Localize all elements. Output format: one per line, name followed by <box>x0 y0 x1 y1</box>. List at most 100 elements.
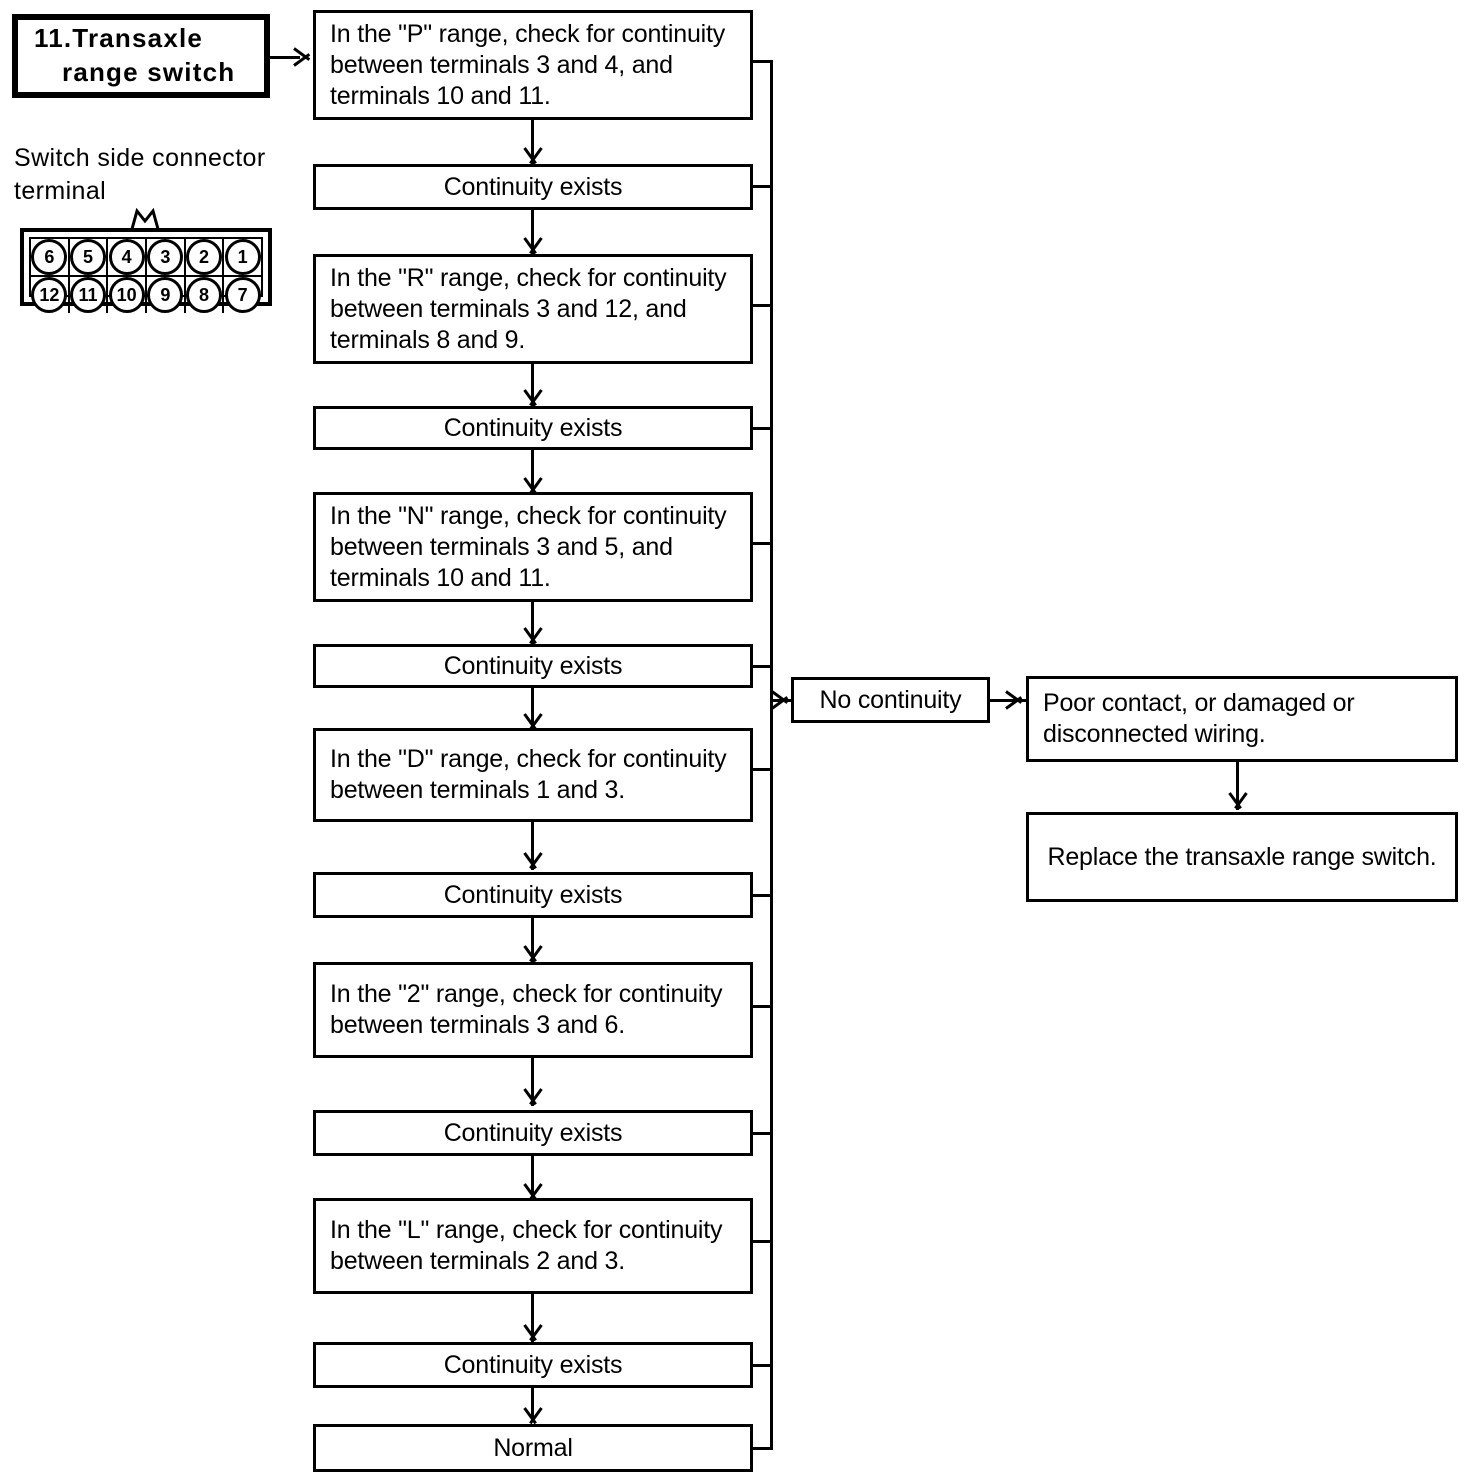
normal-outcome-box: Normal <box>313 1424 753 1472</box>
arrow-down-icon <box>520 390 546 406</box>
connector-pin: 2 <box>186 239 223 275</box>
title-block: 11.Transaxle range switch <box>12 14 270 98</box>
arrow-down-icon <box>520 946 546 962</box>
bus-stub <box>753 427 773 430</box>
check-step-box-d: In the "D" range, check for continuity b… <box>313 728 753 822</box>
connector-pin: 11 <box>70 277 106 313</box>
no-continuity-collector-bus <box>770 60 773 1450</box>
normal-outcome-text: Normal <box>493 1433 573 1462</box>
bus-to-no-continuity-arrowhead <box>772 687 788 713</box>
bus-stub <box>753 768 773 771</box>
bus-stub <box>753 894 773 897</box>
connector-line <box>531 1294 534 1342</box>
connector-row-top: 6 5 4 3 2 1 <box>31 239 262 277</box>
bus-stub <box>753 665 773 668</box>
connector-cell: 8 <box>186 277 225 313</box>
connector-pin: 5 <box>70 239 106 275</box>
arrow-down-icon <box>520 853 546 869</box>
arrow-down-icon <box>520 1089 546 1105</box>
connector-cell: 1 <box>224 239 262 277</box>
arrow-down-icon <box>520 628 546 644</box>
connector-pin: 12 <box>31 277 68 313</box>
bus-stub <box>753 1132 773 1135</box>
connector-pin: 7 <box>224 277 261 313</box>
result-box-r: Continuity exists <box>313 406 753 450</box>
arrow-down-icon <box>520 1408 546 1424</box>
connector-cell: 3 <box>147 239 186 277</box>
bus-stub <box>753 1240 773 1243</box>
connector-notch-icon <box>128 207 162 230</box>
cause-to-action-line <box>1236 762 1239 810</box>
connector-pin: 6 <box>31 239 68 275</box>
connector-cell: 2 <box>185 239 225 277</box>
arrow-down-icon <box>520 1325 546 1341</box>
connector-pin: 10 <box>108 277 145 313</box>
check-step-box-n: In the "N" range, check for continuity b… <box>313 492 753 602</box>
result-box-l: Continuity exists <box>313 1342 753 1388</box>
result-box-n: Continuity exists <box>313 644 753 688</box>
title-line-2: range switch <box>62 57 236 87</box>
check-step-text: In the "D" range, check for continuity b… <box>330 745 727 804</box>
bus-stub <box>753 1364 773 1367</box>
bus-stub <box>753 1005 773 1008</box>
connector-pin: 9 <box>147 277 184 313</box>
connector-line <box>531 120 534 164</box>
cause-box: Poor contact, or damaged or disconnected… <box>1026 676 1458 762</box>
result-text: Continuity exists <box>443 1118 623 1147</box>
check-step-box-2: In the "2" range, check for continuity b… <box>313 962 753 1058</box>
title-line-1: 11.Transaxle <box>34 23 204 54</box>
result-box-2: Continuity exists <box>313 1110 753 1156</box>
action-box: Replace the transaxle range switch. <box>1026 812 1458 902</box>
no-continuity-to-cause-arrowhead <box>1006 687 1022 713</box>
cause-text: Poor contact, or damaged or disconnected… <box>1043 689 1355 748</box>
result-text: Continuity exists <box>443 172 623 201</box>
result-box-d: Continuity exists <box>313 872 753 918</box>
connector-caption: Switch side connector terminal <box>14 144 266 205</box>
arrow-down-icon <box>520 148 546 164</box>
bus-stub <box>753 542 773 545</box>
title-to-step1-line <box>270 56 300 59</box>
bus-stub <box>753 185 773 188</box>
connector-cell: 4 <box>108 239 148 277</box>
connector-pin: 1 <box>224 239 261 275</box>
check-step-text: In the "R" range, check for continuity b… <box>330 263 727 354</box>
result-text: Continuity exists <box>443 651 623 680</box>
check-step-box-l: In the "L" range, check for continuity b… <box>313 1198 753 1294</box>
connector-line <box>531 1156 534 1200</box>
connector-pin: 3 <box>147 239 184 275</box>
check-step-box-p: In the "P" range, check for continuity b… <box>313 10 753 120</box>
connector-cell: 12 <box>31 277 70 313</box>
result-text: Continuity exists <box>443 1350 623 1379</box>
result-box-p: Continuity exists <box>313 164 753 210</box>
connector-cell: 11 <box>70 277 109 313</box>
bus-stub <box>753 60 773 63</box>
connector-line <box>531 602 534 644</box>
connector-cell: 7 <box>224 277 261 313</box>
connector-line <box>531 210 534 254</box>
connector-line <box>531 364 534 406</box>
connector-line <box>531 1058 534 1106</box>
connector-line <box>531 688 534 730</box>
arrow-down-icon <box>520 238 546 254</box>
connector-pin: 4 <box>108 239 145 275</box>
connector-line <box>531 918 534 964</box>
title-to-step1-arrowhead <box>294 44 310 70</box>
action-text: Replace the transaxle range switch. <box>1047 842 1437 871</box>
connector-cell: 9 <box>147 277 186 313</box>
check-step-box-r: In the "R" range, check for continuity b… <box>313 254 753 364</box>
result-text: Continuity exists <box>443 880 623 909</box>
check-step-text: In the "N" range, check for continuity b… <box>330 501 727 592</box>
bus-stub <box>753 1447 773 1450</box>
check-step-text: In the "2" range, check for continuity b… <box>330 980 723 1039</box>
connector-cell: 10 <box>108 277 148 313</box>
connector-line <box>531 450 534 494</box>
switch-side-connector-terminal: 6 5 4 3 2 1 12 11 10 9 8 7 <box>20 228 272 313</box>
check-step-text: In the "P" range, check for continuity b… <box>330 19 726 110</box>
connector-cell: 6 <box>31 239 70 277</box>
connector-row-bottom: 12 11 10 9 8 7 <box>31 277 261 313</box>
no-continuity-text: No continuity <box>819 685 962 714</box>
connector-line <box>531 822 534 870</box>
result-text: Continuity exists <box>443 413 623 442</box>
check-step-text: In the "L" range, check for continuity b… <box>330 1216 723 1275</box>
